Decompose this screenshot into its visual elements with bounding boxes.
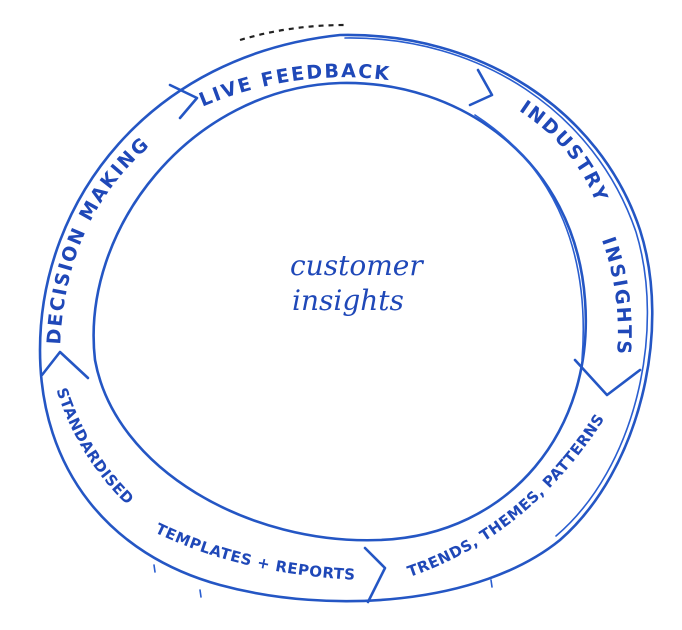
center-label-line-2: insights [292, 284, 404, 317]
tick-mark [490, 579, 493, 588]
tick-mark [153, 564, 156, 573]
inner-circle-overstroke [474, 114, 585, 361]
outer-ring [38, 33, 654, 603]
segment-label-templates-reports: TEMPLATES + REPORTS [153, 520, 356, 584]
chevron-arrow-icon [168, 83, 199, 120]
segment-label-standardised: STANDARDISED [53, 385, 138, 508]
outer-ring-overstroke [344, 37, 649, 537]
inner-circle [92, 81, 588, 542]
chevron-arrow-icon [40, 350, 90, 380]
chevron-arrow-icon [363, 546, 387, 604]
chevron-arrow-icon [468, 68, 494, 107]
segment-label-live-feedback: LIVE FEEDBACK [196, 60, 392, 111]
cropped-text-fragment [239, 23, 346, 42]
chevron-arrow-icon [573, 358, 642, 397]
center-label-line-1: customer [290, 249, 424, 282]
segment-label-insights: INSIGHTS [597, 234, 635, 356]
tick-mark [199, 589, 202, 598]
